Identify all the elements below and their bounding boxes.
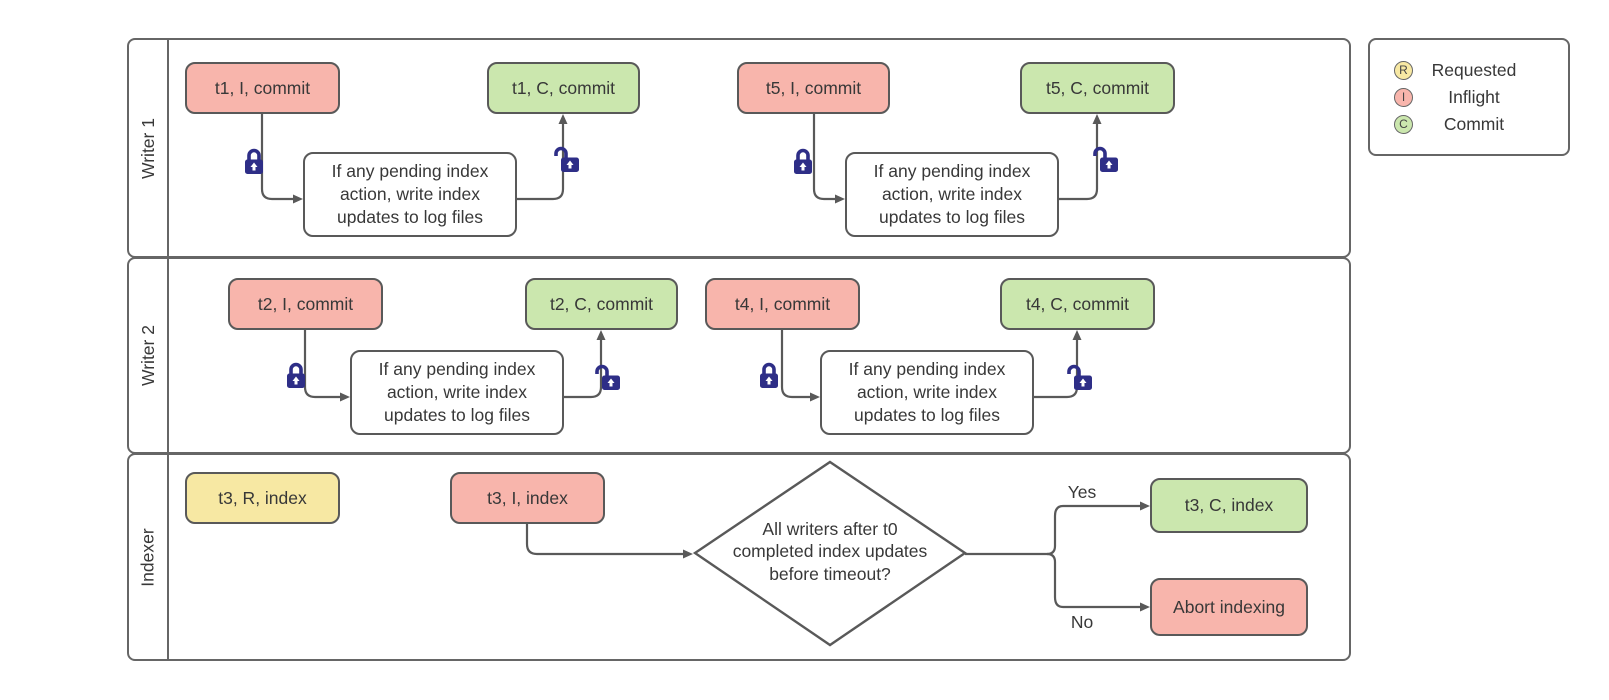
node-t4-commit: t4, C, commit — [1000, 278, 1155, 330]
node-t1-inflight: t1, I, commit — [185, 62, 340, 114]
lock-closed-icon — [756, 361, 782, 391]
yes-label: Yes — [1067, 482, 1097, 502]
legend-item-requested: R Requested — [1394, 60, 1568, 81]
node-t3-commit: t3, C, index — [1150, 478, 1308, 533]
node-t4-inflight: t4, I, commit — [705, 278, 860, 330]
node-t2-inflight: t2, I, commit — [228, 278, 383, 330]
commit-state-icon: C — [1394, 114, 1413, 134]
lane-writer-1-label: Writer 1 — [137, 117, 158, 179]
legend-label: Commit — [1443, 113, 1505, 134]
lock-open-icon — [1066, 363, 1092, 393]
lock-closed-icon — [241, 147, 267, 177]
lane-indexer-labelcell: Indexer — [129, 455, 169, 659]
node-abort-indexing: Abort indexing — [1150, 578, 1308, 636]
inflight-state-icon: I — [1394, 87, 1413, 107]
lane-writer-1-labelcell: Writer 1 — [129, 40, 169, 256]
node-t1-commit: t1, C, commit — [487, 62, 640, 114]
lock-open-icon — [1092, 145, 1118, 175]
legend-label: Requested — [1431, 59, 1517, 80]
node-t3-requested: t3, R, index — [185, 472, 340, 524]
requested-state-icon: R — [1394, 60, 1413, 80]
node-t2-action: If any pending index action, write index… — [350, 350, 564, 435]
node-t1-action: If any pending index action, write index… — [303, 152, 517, 237]
lock-closed-icon — [790, 147, 816, 177]
lock-open-icon — [553, 145, 579, 175]
lane-indexer-label: Indexer — [137, 527, 158, 587]
lane-writer-2-label: Writer 2 — [137, 325, 158, 386]
node-t5-commit: t5, C, commit — [1020, 62, 1175, 114]
node-t5-action: If any pending index action, write index… — [845, 152, 1059, 237]
legend-item-inflight: I Inflight — [1394, 87, 1568, 108]
node-t4-action: If any pending index action, write index… — [820, 350, 1034, 435]
node-t2-commit: t2, C, commit — [525, 278, 678, 330]
lock-open-icon — [594, 363, 620, 393]
lock-closed-icon — [283, 361, 309, 391]
decision-text: All writers after t0 completed index upd… — [732, 519, 928, 584]
legend: R Requested I Inflight C Commit — [1368, 38, 1570, 156]
no-label: No — [1070, 612, 1094, 632]
legend-label: Inflight — [1448, 86, 1500, 107]
node-t5-inflight: t5, I, commit — [737, 62, 890, 114]
lane-writer-2-labelcell: Writer 2 — [129, 259, 169, 452]
node-t3-inflight: t3, I, index — [450, 472, 605, 524]
legend-item-commit: C Commit — [1394, 114, 1568, 135]
